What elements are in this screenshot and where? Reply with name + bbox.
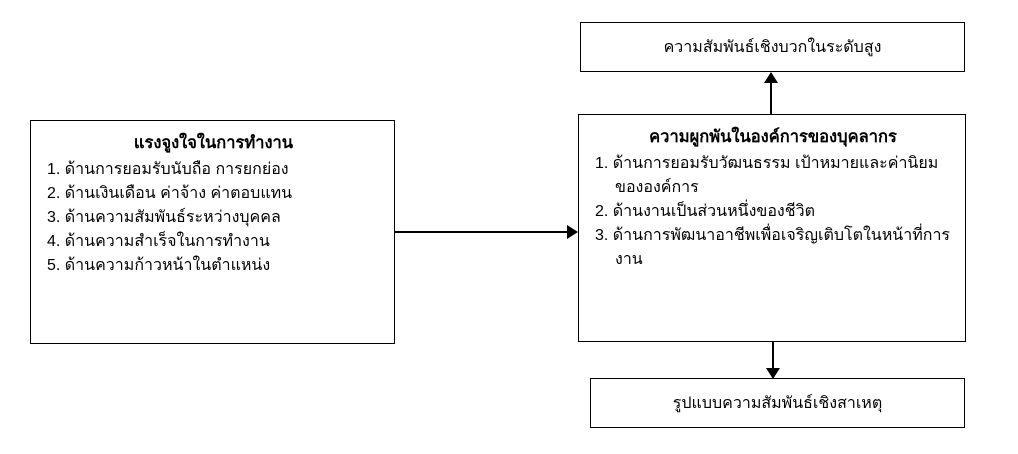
arrow-line-horizontal xyxy=(395,231,568,233)
arrow-line-down xyxy=(772,342,774,369)
motivation-item: 1. ด้านการยอมรับนับถือ การยกย่อง xyxy=(47,160,289,178)
commitment-item-list: 1. ด้านการยอมรับวัฒนธรรม เป้าหมายและค่าน… xyxy=(595,152,951,272)
bottom-outcome-label: รูปแบบความสัมพันธ์เชิงสาเหตุ xyxy=(672,394,883,412)
commitment-item: 1. ด้านการยอมรับวัฒนธรรม เป้าหมายและค่าน… xyxy=(595,154,939,196)
motivation-item: 2. ด้านเงินเดือน ค่าจ้าง ค่าตอบแทน xyxy=(47,184,293,202)
commitment-item: 2. ด้านงานเป็นส่วนหนึ่งของชีวิต xyxy=(595,202,815,220)
top-outcome-box: ความสัมพันธ์เชิงบวกในระดับสูง xyxy=(580,22,965,72)
motivation-item: 4. ด้านความสำเร็จในการทำงาน xyxy=(47,232,270,250)
motivation-item: 3. ด้านความสัมพันธ์ระหว่างบุคคล xyxy=(47,208,281,226)
motivation-item: 5. ด้านความก้าวหน้าในตำแหน่ง xyxy=(47,256,271,274)
commitment-box: ความผูกพันในองค์การของบุคลากร 1. ด้านการ… xyxy=(578,114,966,342)
commitment-item: 3. ด้านการพัฒนาอาชีพเพื่อเจริญเติบโตในหน… xyxy=(595,226,951,268)
arrow-down-icon xyxy=(766,368,780,379)
motivation-item-list: 1. ด้านการยอมรับนับถือ การยกย่อง 2. ด้าน… xyxy=(47,158,380,278)
bottom-outcome-box: รูปแบบความสัมพันธ์เชิงสาเหตุ xyxy=(590,378,965,428)
arrow-up-icon xyxy=(764,72,778,83)
arrow-line-up xyxy=(770,82,772,114)
motivation-box: แรงจูงใจในการทำงาน 1. ด้านการยอมรับนับถื… xyxy=(30,120,395,344)
motivation-box-title: แรงจูงใจในการทำงาน xyxy=(133,134,294,152)
commitment-box-title: ความผูกพันในองค์การของบุคลากร xyxy=(649,128,897,146)
top-outcome-label: ความสัมพันธ์เชิงบวกในระดับสูง xyxy=(663,38,882,56)
arrow-right-icon xyxy=(567,225,578,239)
